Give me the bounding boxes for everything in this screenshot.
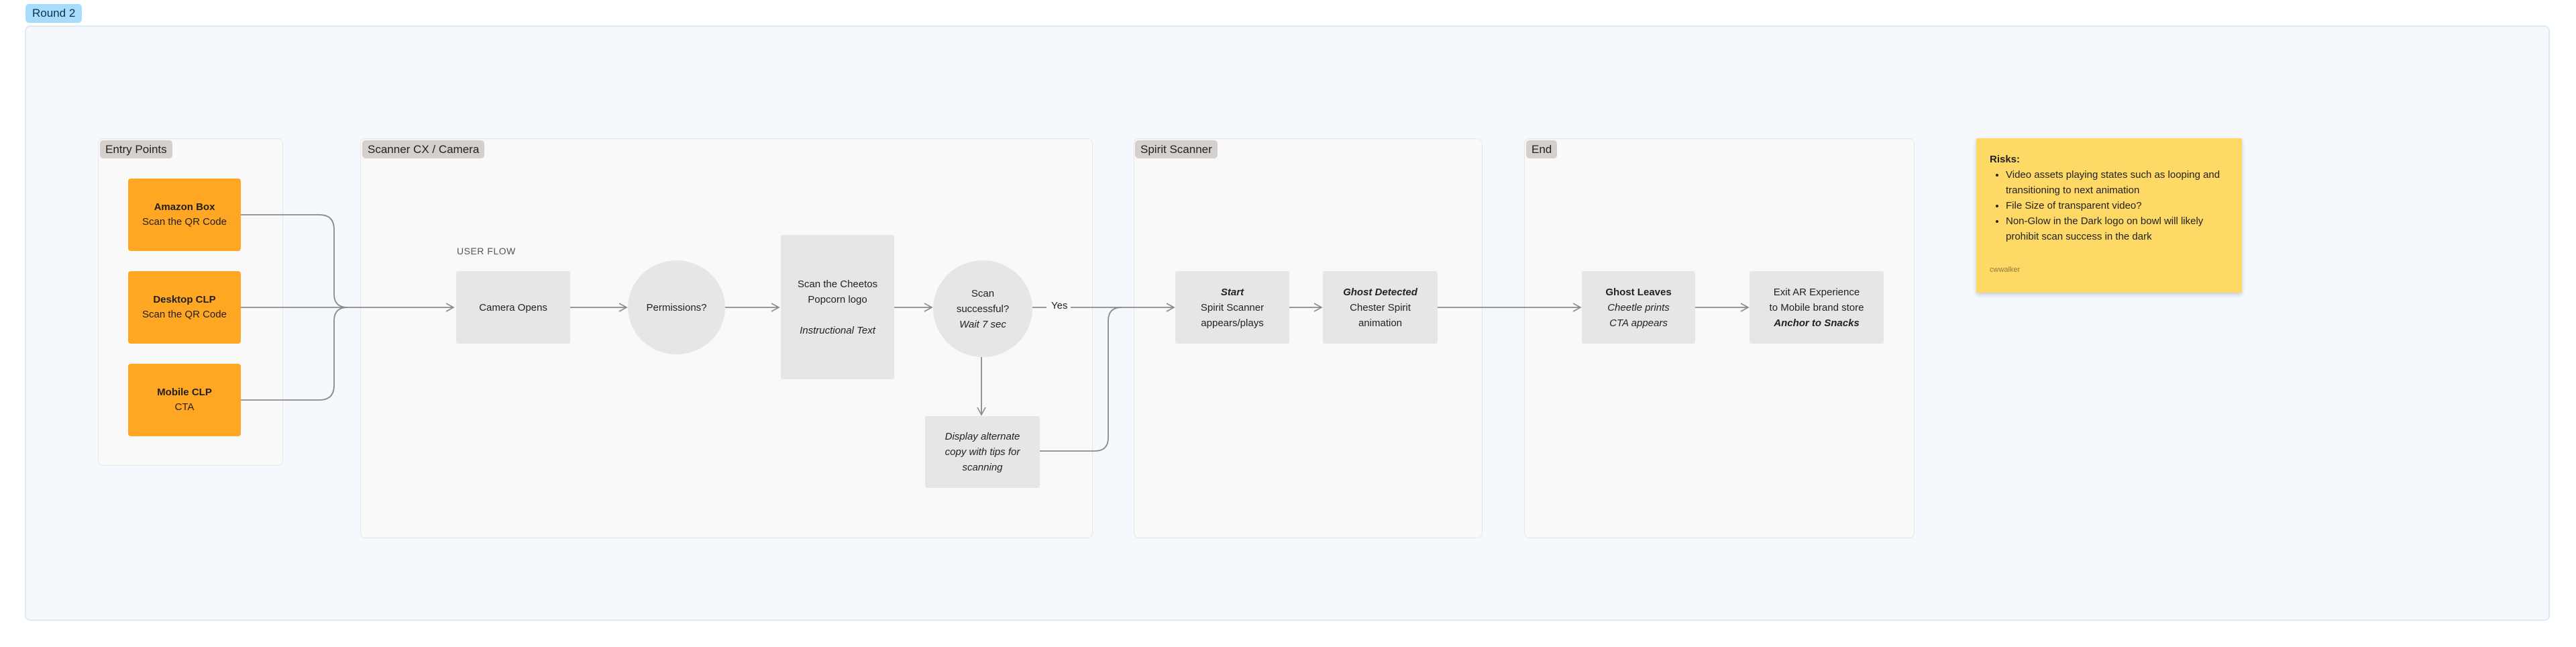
node-start-line2: appears/plays xyxy=(1201,317,1264,329)
round-label[interactable]: Round 2 xyxy=(25,4,83,23)
node-ghost-leaves[interactable]: Ghost Leaves Cheetle prints CTA appears xyxy=(1582,271,1695,344)
node-ghost-detected[interactable]: Ghost Detected Chester Spirit animation xyxy=(1323,271,1438,344)
node-amazon-box[interactable]: Amazon Box Scan the QR Code xyxy=(128,179,241,251)
node-ghost-detected-title: Ghost Detected xyxy=(1343,286,1417,298)
node-ghost-detected-line1: Chester Spirit xyxy=(1350,301,1411,313)
node-exit-ar[interactable]: Exit AR Experience to Mobile brand store… xyxy=(1750,271,1884,344)
sticky-note-author: cwwalker xyxy=(1990,266,2021,274)
node-scan-success-note: Wait 7 sec xyxy=(959,318,1006,330)
edge-label-yes: Yes xyxy=(1051,300,1068,311)
node-exit-ar-line1: Exit AR Experience xyxy=(1773,286,1860,298)
node-permissions-text: Permissions? xyxy=(646,301,707,313)
node-scan-success-line1: Scan xyxy=(971,287,995,299)
node-desktop-clp[interactable]: Desktop CLP Scan the QR Code xyxy=(128,271,241,344)
node-exit-ar-line2: to Mobile brand store xyxy=(1769,301,1864,313)
node-scan-logo-note: Instructional Text xyxy=(800,324,875,336)
sticky-note-item: Video assets playing states such as loop… xyxy=(2006,167,2230,198)
node-ghost-leaves-title: Ghost Leaves xyxy=(1605,286,1672,298)
node-desktop-clp-title: Desktop CLP xyxy=(153,294,216,305)
node-scan-logo[interactable]: Scan the Cheetos Popcorn logo Instructio… xyxy=(781,235,894,379)
node-ghost-leaves-line1: Cheetle prints xyxy=(1607,301,1670,313)
user-flow-label: USER FLOW xyxy=(457,246,516,256)
node-scan-success-line2: successful? xyxy=(956,303,1010,315)
section-title-scanner-cx[interactable]: Scanner CX / Camera xyxy=(362,140,485,158)
node-scan-success[interactable]: Scan successful? Wait 7 sec xyxy=(933,260,1032,357)
sticky-note-risks[interactable]: Risks: Video assets playing states such … xyxy=(1976,138,2242,293)
edge-alternate-to-start xyxy=(1040,307,1122,452)
node-display-alternate-line1: Display alternate xyxy=(945,431,1020,442)
node-mobile-clp[interactable]: Mobile CLP CTA xyxy=(128,364,241,436)
sticky-note-title: Risks: xyxy=(1990,154,2021,165)
sticky-note-list: Video assets playing states such as loop… xyxy=(1990,167,2230,244)
node-start-line1: Spirit Scanner xyxy=(1200,301,1265,313)
node-mobile-clp-title: Mobile CLP xyxy=(157,387,212,398)
node-ghost-leaves-line2: CTA appears xyxy=(1609,317,1668,329)
node-permissions[interactable]: Permissions? xyxy=(628,260,725,354)
node-display-alternate-line3: scanning xyxy=(962,462,1003,473)
section-title-end[interactable]: End xyxy=(1526,140,1558,158)
node-camera-opens[interactable]: Camera Opens xyxy=(456,271,570,344)
node-mobile-clp-sub: CTA xyxy=(174,401,195,413)
node-display-alternate[interactable]: Display alternate copy with tips for sca… xyxy=(925,416,1040,488)
node-exit-ar-line3: Anchor to Snacks xyxy=(1774,317,1860,329)
node-desktop-clp-sub: Scan the QR Code xyxy=(142,309,227,320)
edge-amazon-to-camera xyxy=(241,214,348,308)
node-start-title: Start xyxy=(1220,286,1244,298)
node-amazon-box-title: Amazon Box xyxy=(154,201,215,213)
node-display-alternate-line2: copy with tips for xyxy=(945,446,1020,458)
edge-mobile-to-camera xyxy=(241,307,348,401)
node-camera-opens-text: Camera Opens xyxy=(479,301,547,313)
sticky-note-item: File Size of transparent video? xyxy=(2006,198,2230,213)
section-title-entry-points[interactable]: Entry Points xyxy=(100,140,172,158)
node-start[interactable]: Start Spirit Scanner appears/plays xyxy=(1175,271,1289,344)
node-ghost-detected-line2: animation xyxy=(1358,317,1403,329)
section-title-spirit-scanner[interactable]: Spirit Scanner xyxy=(1135,140,1218,158)
node-amazon-box-sub: Scan the QR Code xyxy=(142,216,227,228)
node-scan-logo-line2: Popcorn logo xyxy=(808,293,867,305)
sticky-note-item: Non-Glow in the Dark logo on bowl will l… xyxy=(2006,213,2230,244)
node-scan-logo-line1: Scan the Cheetos xyxy=(797,278,878,290)
